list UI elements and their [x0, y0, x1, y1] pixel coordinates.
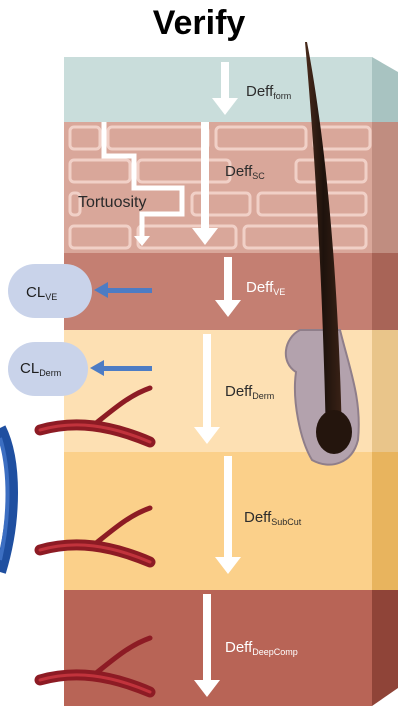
block-side-faces — [372, 57, 398, 706]
layer-deep-compartment — [64, 590, 372, 706]
page-title: Verify — [0, 4, 398, 43]
layer-formulation — [64, 57, 372, 122]
tortuosity-label: Tortuosity — [78, 194, 146, 211]
layer-subcutis — [64, 452, 372, 590]
hair-bulb — [316, 410, 352, 454]
